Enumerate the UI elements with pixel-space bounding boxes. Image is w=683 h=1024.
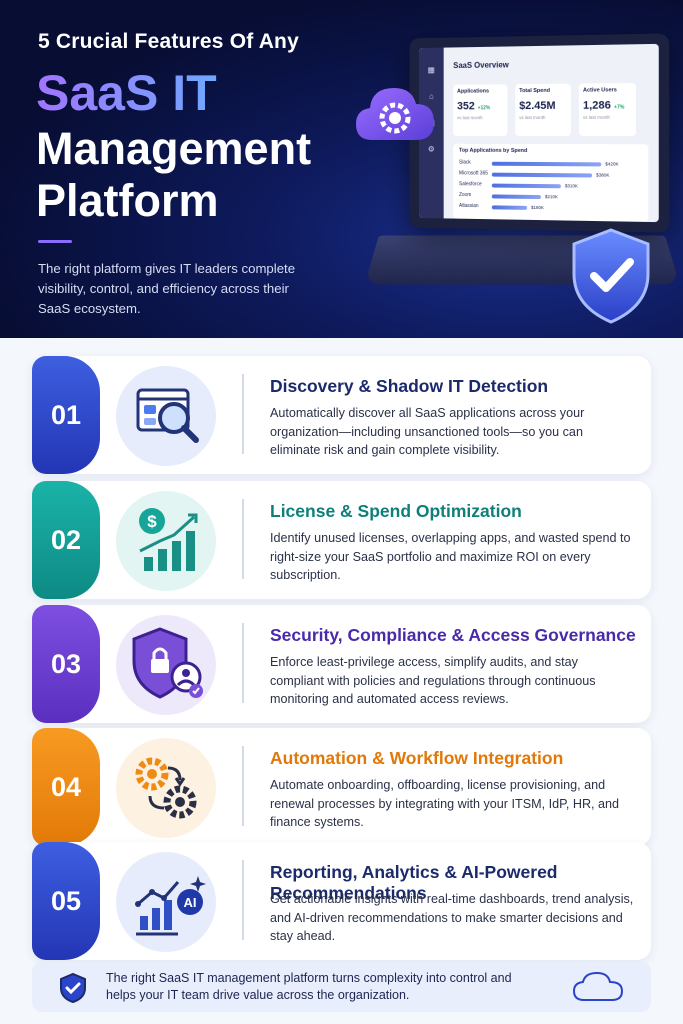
kpi-sub: vs last month — [457, 115, 483, 121]
feature-text: Enforce least-privilege access, simplify… — [270, 655, 596, 706]
divider — [242, 860, 244, 940]
app-name: Atlassian — [458, 202, 479, 210]
app-amount: $380K — [596, 172, 610, 178]
kpi-card-users: Active Users 1,286 +7% vs last month — [578, 83, 637, 137]
kpi-card-applications: Applications 352 +12% vs last month — [453, 84, 508, 136]
app-amount: $210K — [544, 194, 558, 200]
feature-card-04: 04 Automation & Workflow Integration Aut… — [32, 728, 651, 846]
cloud-icon — [572, 971, 624, 1001]
feature-number: 04 — [32, 728, 100, 846]
dollar-growth-chart-icon: $ — [116, 491, 216, 591]
kpi-value: 352 +12% — [457, 100, 491, 113]
laptop-mockup: ▦ ⌂ ▤ ⚙ SaaS Overview Applications 352 +… — [409, 33, 670, 233]
app-spend-bar — [491, 183, 561, 189]
header-kicker: 5 Crucial Features Of Any — [38, 30, 299, 53]
kpi-label: Total Spend — [519, 87, 550, 95]
divider — [242, 374, 244, 454]
header-divider — [38, 240, 72, 243]
header-intro: The right platform gives IT leaders comp… — [38, 261, 296, 316]
divider — [242, 499, 244, 579]
feature-text: Get actionable insights with real-time d… — [270, 892, 634, 943]
feature-card-02: 02 $ License & Spend Optimization Identi… — [32, 481, 651, 599]
shield-check-icon — [60, 972, 86, 1004]
shield-lock-user-icon — [116, 615, 216, 715]
app-name: Zoom — [458, 192, 472, 199]
svg-text:$: $ — [147, 512, 157, 531]
kpi-label: Active Users — [582, 87, 617, 94]
feature-card-05: 05 AI Reporting, Analytics & AI-Powered … — [32, 842, 651, 960]
laptop-screen: ▦ ⌂ ▤ ⚙ SaaS Overview Applications 352 +… — [418, 43, 659, 223]
feature-number: 01 — [32, 356, 100, 474]
kpi-sub: vs last month — [519, 114, 546, 121]
app-spend-row: Microsoft 365 $380K — [459, 170, 644, 180]
divider — [242, 623, 244, 703]
app-spend-row: Zoom $210K — [459, 192, 644, 202]
app-name: Slack — [458, 159, 471, 166]
feature-card-03: 03 Security, Compliance & Access Governa… — [32, 605, 651, 723]
kpi-value: 1,286 +7% — [582, 99, 625, 112]
header-title-line2: Management — [36, 123, 312, 174]
shield-check-icon — [572, 228, 650, 324]
feature-number: 05 — [32, 842, 100, 960]
chart-title: Top Applications by Spend — [458, 147, 528, 154]
feature-title: Discovery & Shadow IT Detection — [270, 376, 549, 396]
hero-header: 5 Crucial Features Of Any SaaS IT Manage… — [0, 0, 683, 338]
feature-title: Automation & Workflow Integration — [270, 748, 564, 768]
header-title-line1: SaaS IT — [36, 65, 217, 121]
feature-text: Automate onboarding, offboarding, licens… — [270, 778, 620, 829]
app-spend-bar — [491, 161, 602, 167]
feature-text: Identify unused licenses, overlapping ap… — [270, 531, 631, 582]
gears-arrows-icon — [116, 738, 216, 838]
kpi-card-spend: Total Spend $2.45M vs last month — [515, 83, 571, 137]
magnifier-browser-icon — [116, 366, 216, 466]
feature-card-01: 01 Discovery & Shadow IT Detection Autom… — [32, 356, 651, 474]
ai-analytics-chart-icon: AI — [116, 852, 216, 952]
dashboard-title: SaaS Overview — [453, 60, 509, 71]
feature-title: Security, Compliance & Access Governance — [270, 625, 636, 645]
feature-title: License & Spend Optimization — [270, 501, 522, 521]
app-spend-row: Atlassian $180K — [459, 203, 644, 214]
header-title-line3: Platform — [36, 175, 219, 226]
divider — [242, 746, 244, 826]
footer-text: The right SaaS IT management platform tu… — [106, 971, 512, 1002]
top-apps-chart: Top Applications by Spend Slack $420K Micr… — [453, 143, 649, 222]
app-spend-bar — [491, 172, 593, 178]
app-amount: $420K — [605, 161, 619, 167]
app-amount: $310K — [564, 183, 578, 189]
cloud-gear-icon — [356, 88, 434, 140]
kpi-sub: vs last month — [582, 114, 610, 120]
app-name: Salesforce — [458, 181, 482, 188]
svg-text:AI: AI — [184, 895, 197, 910]
app-spend-row: Slack $420K — [459, 160, 644, 169]
kpi-value: $2.45M — [519, 99, 556, 113]
feature-text: Automatically discover all SaaS applicat… — [270, 406, 585, 457]
footer-banner: The right SaaS IT management platform tu… — [32, 962, 651, 1012]
app-name: Microsoft 365 — [458, 170, 488, 177]
app-spend-row: Salesforce $310K — [459, 181, 644, 191]
feature-number: 02 — [32, 481, 100, 599]
app-amount: $180K — [531, 204, 544, 211]
app-spend-bar — [491, 194, 541, 200]
feature-title: Reporting, Analytics & AI-Powered Recomm… — [270, 862, 558, 903]
app-spend-bar — [491, 205, 528, 210]
feature-number: 03 — [32, 605, 100, 723]
kpi-label: Applications — [457, 88, 489, 95]
